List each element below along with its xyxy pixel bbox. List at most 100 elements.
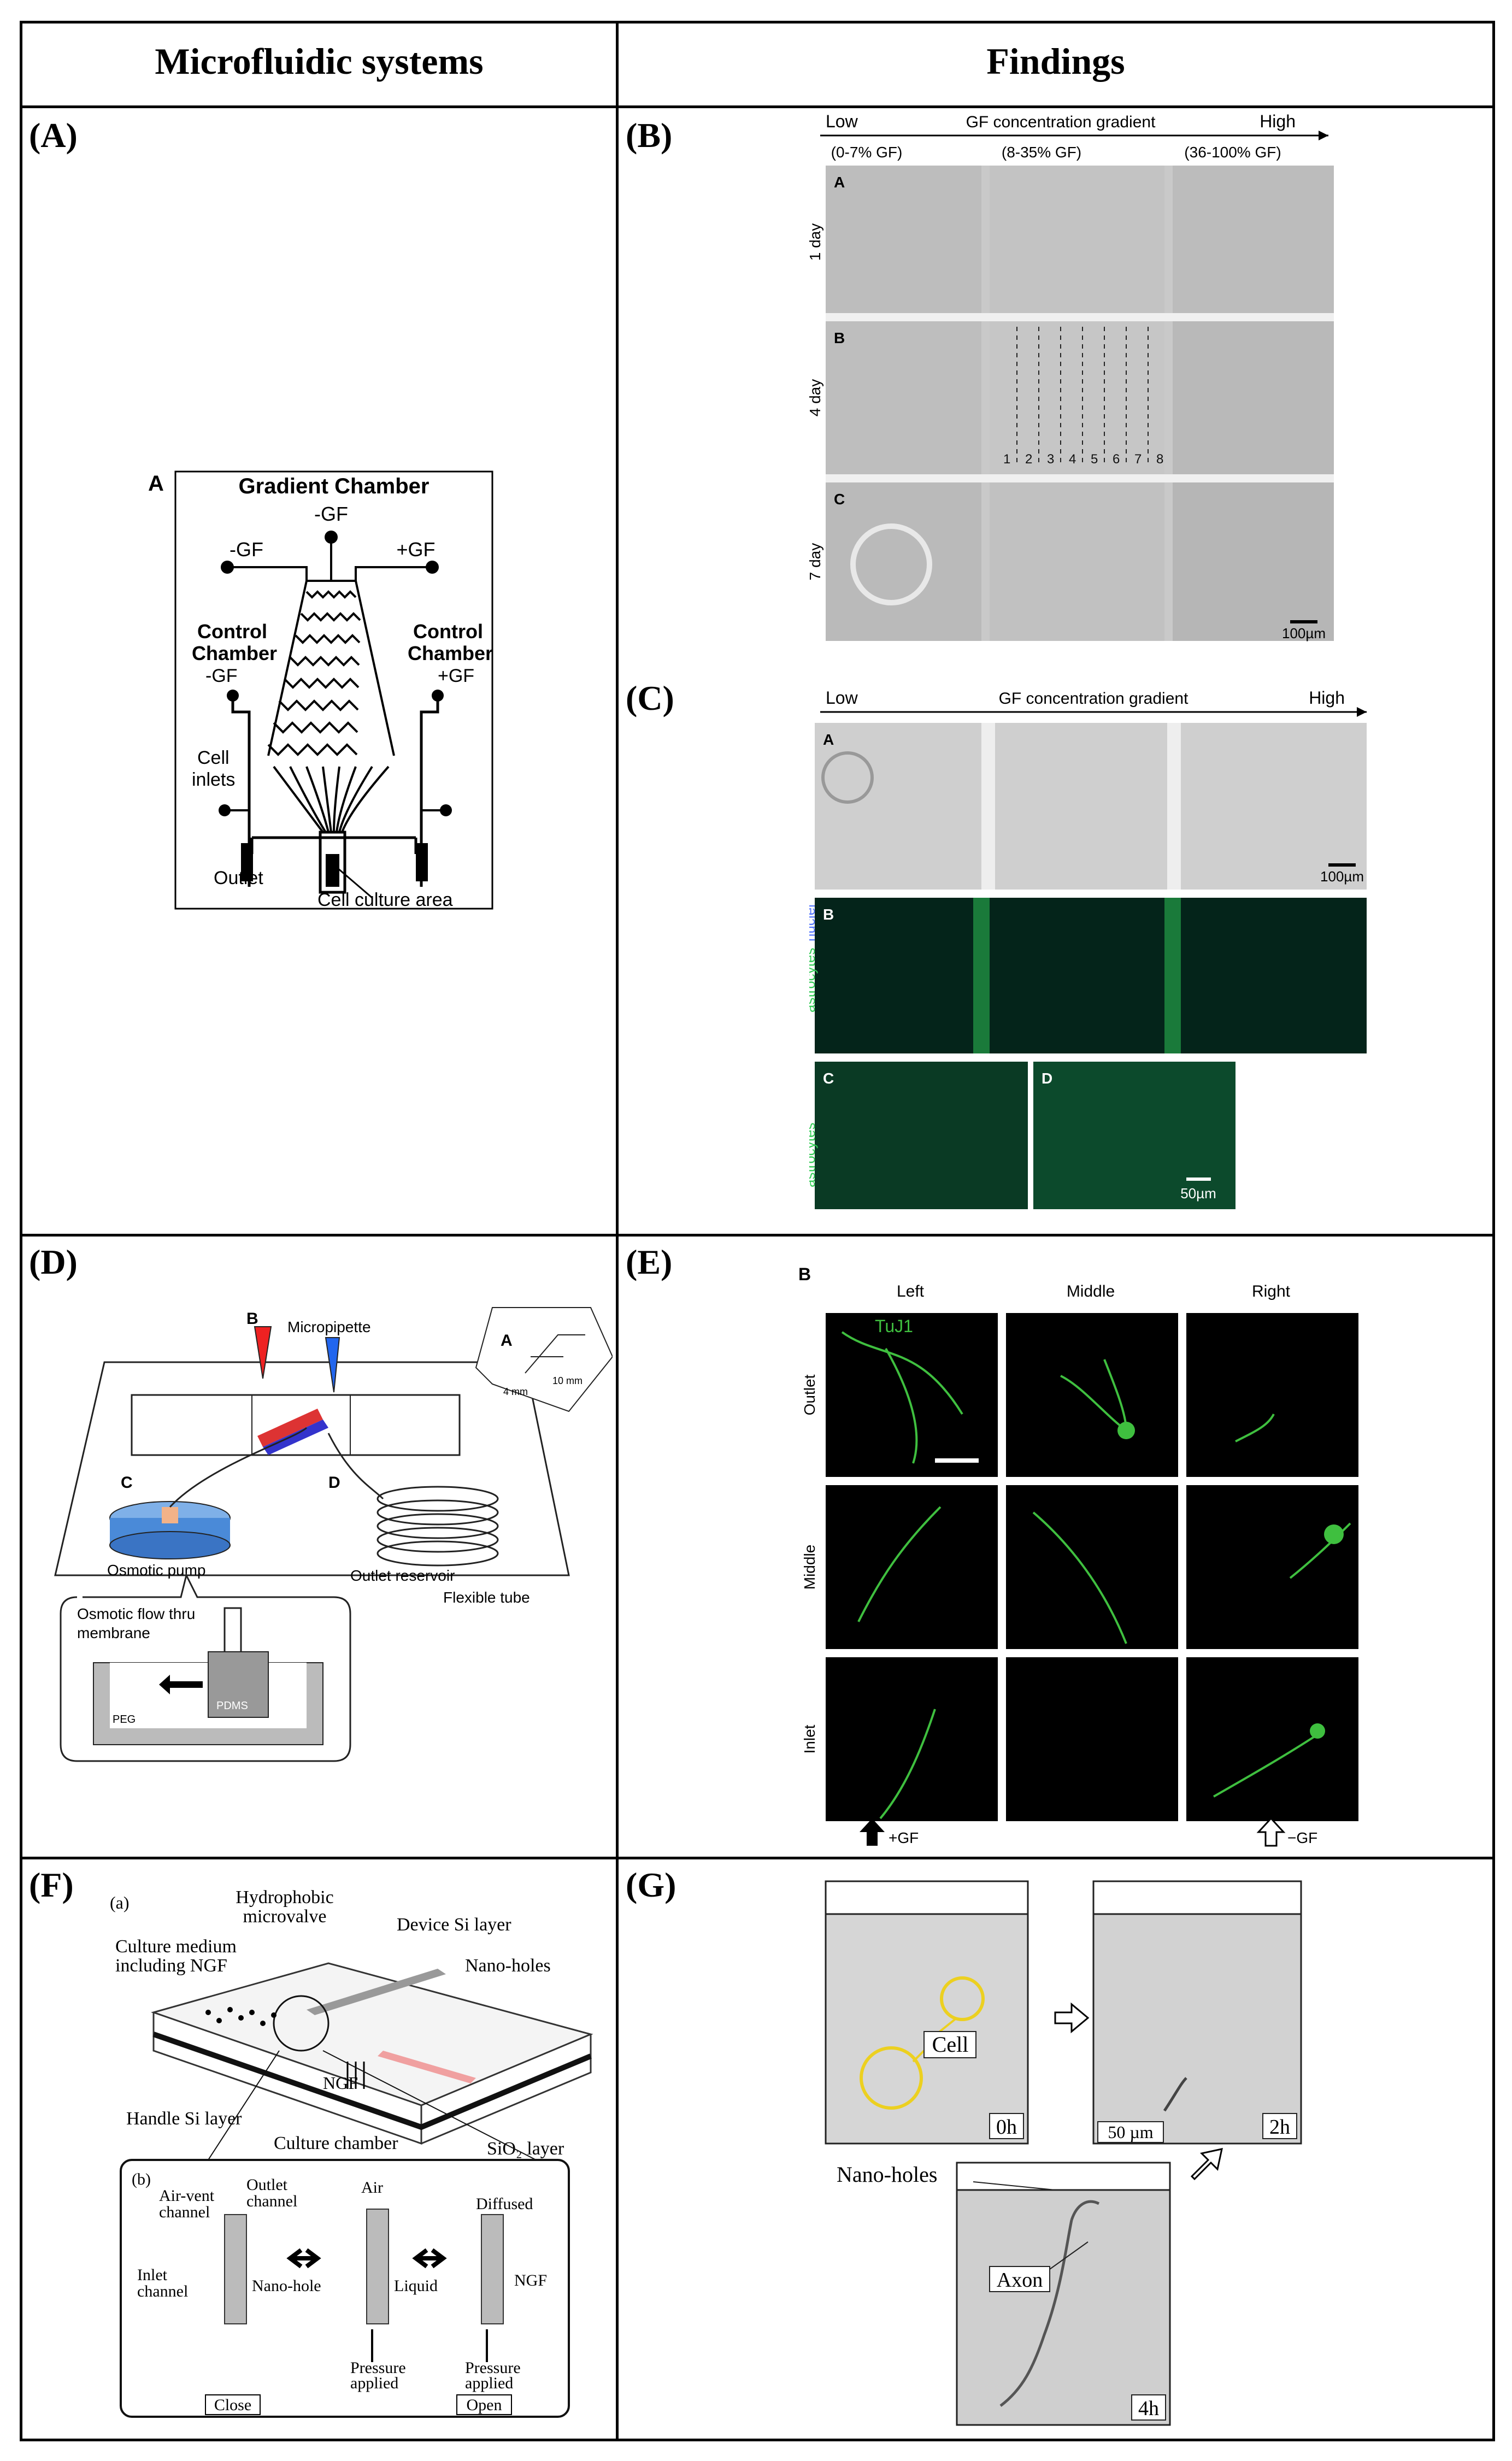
e-tuj1: TuJ1 [875, 1316, 913, 1336]
panel-g-axon-timelapse: Cell 0h 50 µm 2h Nano-holes Axon 4h [825, 1880, 1302, 2426]
d-outlet-coil [376, 1486, 499, 1567]
d-letter-c: C [121, 1474, 133, 1492]
d-outlet-reservoir: Outlet reservoir [350, 1567, 455, 1584]
panel-label-d: (D) [29, 1243, 78, 1281]
b-lane-3: 3 [1047, 452, 1054, 467]
d-10mm: 10 mm [552, 1375, 583, 1386]
d-osmotic-pump: Osmotic pump [107, 1562, 206, 1579]
plus-gf-right: +GF [396, 538, 435, 561]
c-astro-label-c: astrocytes [809, 1123, 818, 1188]
header-divider [22, 105, 1492, 108]
f-inlet-1: Inlet [137, 2266, 168, 2284]
g-axon-label: Axon [997, 2269, 1043, 2292]
c-high-label: High [1309, 688, 1345, 708]
e-col-right: Right [1252, 1282, 1291, 1300]
f-pressure-2a: Pressure [465, 2359, 521, 2377]
b-row-b: B [834, 329, 845, 346]
panel-label-b: (B) [626, 116, 673, 155]
c-scale-a: 100µm [1320, 868, 1364, 885]
b-lane-8: 8 [1156, 452, 1163, 467]
b-day-1: 1 day [809, 223, 823, 261]
d-peg: PEG [113, 1714, 136, 1726]
f-pressure-1a: Pressure [350, 2359, 406, 2377]
panel-label-f: (F) [29, 1865, 74, 1904]
panel-e-neurite-images: B Left Middle Right TuJ1 Outlet Middle I… [798, 1264, 1358, 1847]
arrow-up-outline-icon [1256, 1817, 1286, 1847]
e-row-outlet: Outlet [801, 1374, 818, 1415]
cell-inlets-1: Cell [197, 747, 230, 768]
panel-label-a: (A) [29, 116, 78, 155]
c-astro-label-b: astrocytes [809, 948, 818, 1013]
b-high-label: High [1260, 111, 1296, 131]
e-plus-gf: +GF [889, 1829, 919, 1846]
column-divider [616, 23, 619, 2439]
f-close-state: Close [214, 2396, 251, 2414]
outlet-label: Outlet [214, 868, 263, 888]
control-right-1: Control [413, 620, 483, 643]
e-neurites [841, 1331, 1351, 1820]
panel-label-c: (C) [626, 679, 674, 717]
e-image-grid [826, 1313, 1358, 1821]
c-sub-b: B [823, 906, 834, 923]
control-left-1: Control [197, 620, 267, 643]
f-ngf: NGF [323, 2073, 358, 2093]
b-col3: (36-100% GF) [1184, 144, 1281, 161]
serpentine-channels [267, 580, 395, 833]
b-col2: (8-35% GF) [1002, 144, 1081, 161]
f-diffused: Diffused [476, 2195, 533, 2213]
c-sub-d: D [1042, 1070, 1052, 1087]
b-row-a: A [834, 174, 845, 191]
f-outlet-1: Outlet [246, 2176, 288, 2194]
panel-b-micrographs: Low GF concentration gradient High (0-7%… [809, 111, 1334, 641]
b-lane-7: 7 [1134, 452, 1142, 467]
panel-label-e: (E) [626, 1243, 673, 1281]
c-fluorescence-b [815, 898, 1367, 1053]
control-left-gf: -GF [205, 666, 238, 686]
f-open-state: Open [467, 2396, 502, 2414]
d-flexible-tube: Flexible tube [443, 1589, 530, 1606]
arrow-down-left-icon [1190, 2148, 1223, 2181]
g-scale-bar: 50 µm [1108, 2122, 1153, 2142]
f-culture-chamber: Culture chamber [274, 2133, 398, 2153]
c-nuclei-label-b: nuclei [809, 904, 818, 941]
panel-f-microvalve-diagram: (a) Hydrophobic microvalve Culture mediu… [110, 1887, 593, 2418]
c-sub-a: A [823, 731, 834, 748]
c-scale-d: 50µm [1180, 1185, 1216, 1202]
d-osmotic-flow-2: membrane [77, 1624, 150, 1641]
panel-a-letter: A [148, 472, 164, 496]
f-device-layer: Device Si layer [397, 1915, 511, 1935]
f-culture-2: including NGF [115, 1956, 227, 1976]
minus-gf-left: -GF [230, 538, 263, 561]
d-letter-a: A [501, 1332, 513, 1350]
row-divider-2 [22, 1857, 1492, 1859]
f-ngf-2: NGF [514, 2271, 547, 2289]
d-4mm: 4 mm [503, 1386, 528, 1397]
b-lane-4: 4 [1069, 452, 1076, 467]
f-air: Air [361, 2179, 383, 2197]
d-osmotic-flow-1: Osmotic flow thru [77, 1605, 195, 1622]
panel-c-micrographs: Low GF concentration gradient High A 100… [809, 688, 1367, 1209]
b-day-7: 7 day [809, 543, 823, 581]
arrow-up-filled-icon [860, 1818, 885, 1846]
b-lane-6: 6 [1113, 452, 1120, 467]
g-time-4h: 4h [1138, 2397, 1159, 2420]
f-outlet-2: channel [246, 2192, 297, 2210]
control-right-gf: +GF [438, 666, 474, 686]
culture-area-label: Cell culture area [317, 890, 453, 910]
b-day-4: 4 day [809, 379, 823, 417]
f-label-b: (b) [132, 2170, 151, 2188]
cell-inlets-2: inlets [192, 769, 235, 790]
f-pressure-1b: applied [350, 2374, 398, 2392]
b-col1: (0-7% GF) [831, 144, 903, 161]
b-lane-1: 1 [1003, 452, 1010, 467]
c-brightfield [815, 723, 1367, 890]
e-letter-b: B [798, 1264, 811, 1284]
f-nano-holes: Nano-holes [465, 1956, 551, 1976]
e-row-middle: Middle [801, 1545, 818, 1589]
figure-table: Microfluidic systems Findings (A) (B) (C… [20, 21, 1495, 2441]
b-lane-2: 2 [1025, 452, 1032, 467]
header-left: Microfluidic systems [155, 40, 484, 82]
panel-d-osmotic-pump-diagram: B Micropipette A 4 mm 10 mm C D Osmotic … [54, 1307, 613, 1762]
f-airvent-1: Air-vent [159, 2187, 215, 2205]
